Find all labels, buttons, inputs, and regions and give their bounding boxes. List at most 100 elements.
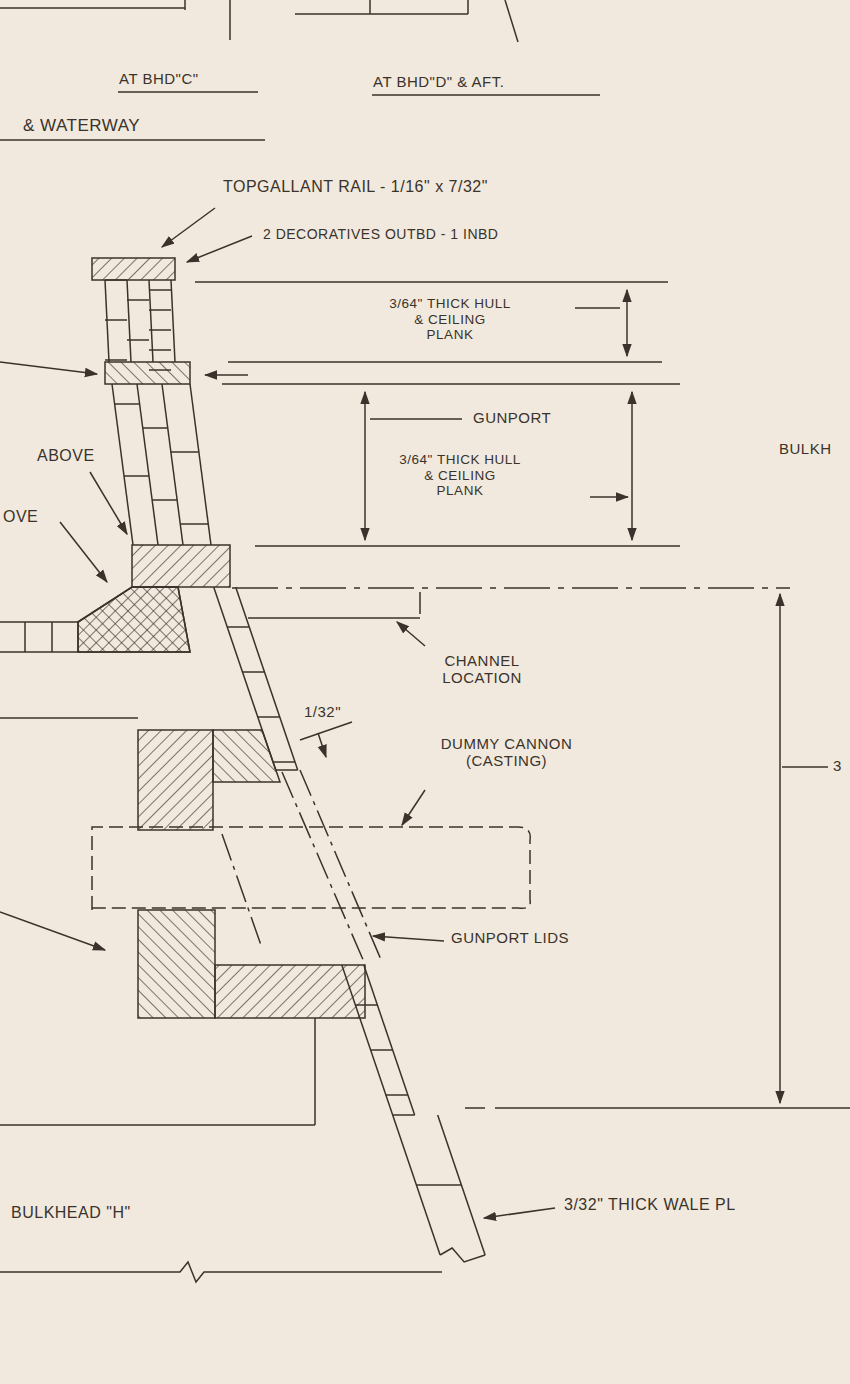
part-label: GUNPORT LIDS <box>450 929 570 946</box>
plank-line <box>180 523 208 525</box>
plank-line <box>105 279 127 281</box>
plank-line <box>190 384 211 545</box>
timber-sections <box>213 730 280 782</box>
plank-line <box>162 384 183 545</box>
timber-sections <box>215 965 365 1018</box>
part-label: DUMMY CANNON (CASTING) <box>418 735 595 770</box>
plank-line <box>127 339 149 341</box>
plank-line <box>112 384 133 545</box>
line-art <box>0 92 600 140</box>
plank-line <box>355 1004 377 1006</box>
dimension-note: 3/64" THICK HULL & CEILING PLANK <box>398 452 522 499</box>
part-label: CHANNEL LOCATION <box>426 652 538 687</box>
dimension-value: 3 <box>832 757 843 774</box>
plank-line <box>364 965 415 1115</box>
line-art <box>0 717 138 719</box>
plank-line <box>127 299 149 301</box>
dimension-value: 1/32" <box>303 703 342 720</box>
line-art <box>0 0 518 42</box>
plank-line <box>276 769 298 771</box>
line-art <box>92 827 530 910</box>
section-title: AT BHD"D" & AFT. <box>372 73 505 90</box>
line-art <box>465 1107 850 1109</box>
plank-line <box>105 280 109 362</box>
part-label: ABOVE <box>36 447 96 465</box>
timber-sections <box>0 622 78 652</box>
timber-sections <box>78 587 190 652</box>
section-title: AT BHD"C" <box>118 70 200 87</box>
line-art <box>484 1208 555 1218</box>
plank-line <box>440 1248 485 1262</box>
part-label: 3/32" THICK WALE PL <box>563 1196 737 1214</box>
part-label: BULKHEAD "H" <box>10 1204 132 1222</box>
plank-line <box>227 626 249 628</box>
line-art <box>631 392 633 540</box>
line-art <box>0 912 105 950</box>
timber-sections <box>92 258 175 280</box>
part-label: OVE <box>2 508 39 526</box>
timber-sections <box>138 730 213 830</box>
plank-line <box>149 369 171 371</box>
plank-line <box>124 475 149 477</box>
line-art <box>402 790 425 825</box>
plank-line <box>149 329 171 331</box>
plank-line <box>258 716 280 718</box>
part-note: 2 DECORATIVES OUTBD - 1 INBD <box>262 226 499 242</box>
plank-line <box>115 403 140 405</box>
line-art <box>300 722 352 740</box>
line-art <box>626 290 628 356</box>
line-art <box>0 1262 442 1282</box>
timber-sections <box>138 910 215 1018</box>
plank-line <box>143 427 168 429</box>
section-title: & WATERWAY <box>22 116 141 136</box>
part-label: GUNPORT <box>472 409 552 426</box>
plank-line <box>386 1094 408 1096</box>
plank-line <box>171 451 199 453</box>
plank-line <box>273 761 295 763</box>
timber-sections <box>78 587 190 652</box>
line-art <box>222 770 382 962</box>
plank-line <box>152 499 177 501</box>
line-art <box>90 472 127 534</box>
timber-sections <box>132 545 230 587</box>
line-art <box>782 766 828 768</box>
dimension-note: 3/64" THICK HULL & CEILING PLANK <box>388 296 512 343</box>
plank-line <box>242 671 264 673</box>
plank-line <box>342 965 393 1115</box>
line-art <box>60 522 107 582</box>
timber-sections <box>0 258 365 1018</box>
line-art <box>0 1018 315 1125</box>
line-art <box>0 362 97 374</box>
plank-line <box>127 280 131 362</box>
plank-line <box>149 349 171 351</box>
line-art <box>373 936 444 941</box>
plank-line <box>371 1049 393 1051</box>
timber-sections <box>105 362 190 384</box>
plank-line <box>393 1114 415 1116</box>
line-art <box>205 374 248 376</box>
plank-line <box>149 309 171 311</box>
plank-line <box>105 359 127 361</box>
plank-line <box>105 319 127 321</box>
line-art <box>0 0 850 1282</box>
line-art <box>397 622 425 646</box>
line-art <box>364 392 366 540</box>
line-art <box>162 208 215 247</box>
line-art <box>590 496 628 498</box>
line-art <box>779 594 781 1103</box>
planking <box>105 280 485 1262</box>
plank-line <box>236 587 298 770</box>
part-label: BULKH <box>778 440 833 457</box>
plank-line <box>149 289 171 291</box>
plank-line <box>137 384 158 545</box>
line-art <box>318 733 326 757</box>
line-art <box>187 236 252 262</box>
plank-line <box>171 280 175 362</box>
line-art <box>195 282 680 546</box>
line-art <box>232 587 790 589</box>
line-art <box>248 592 420 618</box>
part-label: TOPGALLANT RAIL - 1/16" x 7/32" <box>222 178 489 196</box>
plank-line <box>416 1184 461 1186</box>
